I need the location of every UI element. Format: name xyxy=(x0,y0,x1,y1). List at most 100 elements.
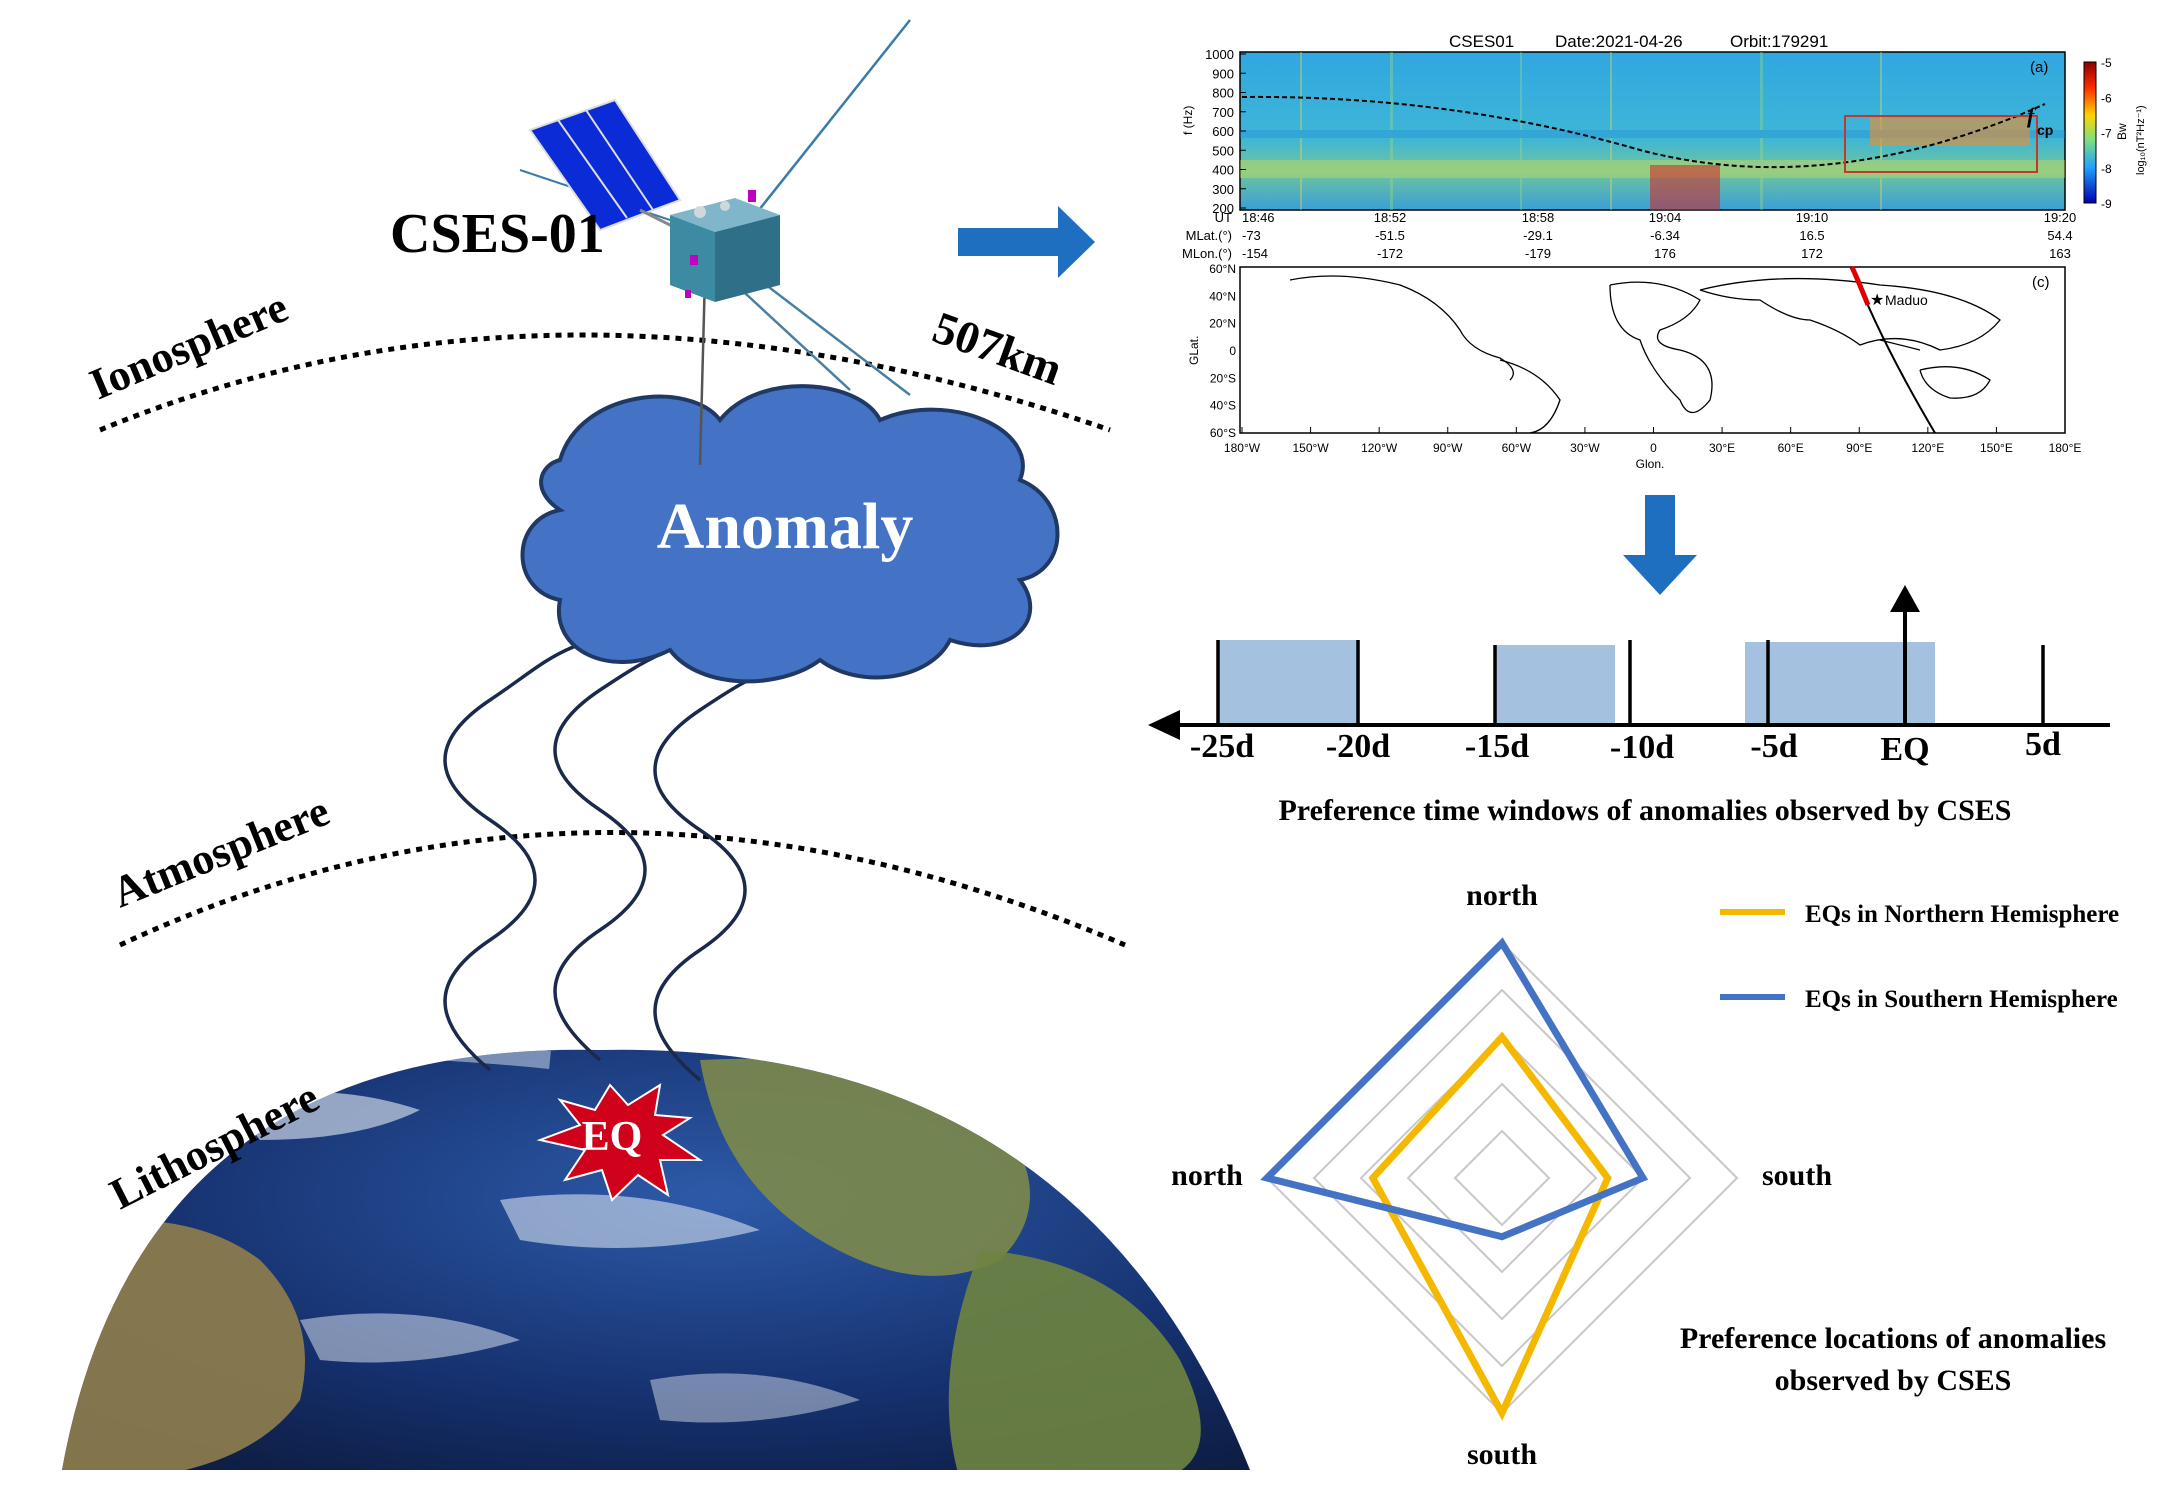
wave-signals xyxy=(443,619,878,1082)
event-label: Maduo xyxy=(1885,292,1928,308)
timeline-ticks xyxy=(1216,640,2045,725)
low-freq-burst xyxy=(1650,165,1720,210)
time-row-value-ut: 18:52 xyxy=(1374,210,1407,225)
spectrogram-y-tick: 500 xyxy=(1212,143,1234,158)
time-window-1 xyxy=(1218,640,1358,725)
colorbar-label-bottom: log₁₀(nT²Hz⁻¹) xyxy=(2135,105,2147,175)
map-x-label: Glon. xyxy=(1636,457,1665,471)
spectrogram-header-orbit: Orbit:179291 xyxy=(1730,32,1828,51)
anomaly-cloud: Anomaly xyxy=(520,384,1060,684)
wave-line-3 xyxy=(653,639,878,1082)
satellite-label: CSES-01 xyxy=(390,203,605,265)
time-row-value-ut: 18:58 xyxy=(1522,210,1555,225)
radar-panel: north north south south EQs in Northern … xyxy=(1171,879,2119,1471)
time-row-value-mlat: 16.5 xyxy=(1799,228,1824,243)
radar-series-1 xyxy=(1260,937,1649,1241)
map-lat-tick: 40°S xyxy=(1210,399,1236,413)
wave-line-1 xyxy=(443,619,658,1072)
spectrogram-header-date: Date:2021-04-26 xyxy=(1555,32,1683,51)
spectrogram-y-tick: 1000 xyxy=(1205,47,1234,62)
time-row-value-mlon: 172 xyxy=(1801,246,1823,261)
wave-line-2 xyxy=(553,619,778,1062)
spectrogram-panel: CSES01 Date:2021-04-26 Orbit:179291 (a) … xyxy=(1181,32,2147,261)
satellite-body xyxy=(670,190,780,302)
world-map-panel-label-c: (c) xyxy=(2032,274,2050,291)
map-lon-tick: 90°W xyxy=(1433,441,1463,455)
ionosphere-boundary xyxy=(99,332,1111,433)
time-row-value-ut: 19:04 xyxy=(1649,210,1682,225)
legend-label-southern: EQs in Southern Hemisphere xyxy=(1805,986,2118,1013)
radar-axis-top-label: north xyxy=(1466,879,1538,912)
eq-axis-arrow xyxy=(1890,585,1920,612)
down-arrow xyxy=(1623,495,1697,595)
time-row-value-mlon: 163 xyxy=(2049,246,2071,261)
timeline-tick-label: -25d xyxy=(1190,728,1254,765)
fcp-label: f xyxy=(2027,103,2037,128)
emission-hotspot xyxy=(1870,118,2030,146)
time-row-value-mlat: 54.4 xyxy=(2047,228,2072,243)
atmosphere-boundary xyxy=(118,830,1126,948)
legend-label-northern: EQs in Northern Hemisphere xyxy=(1805,901,2119,928)
radar-grid-ring xyxy=(1359,1035,1645,1321)
map-lat-tick: 20°S xyxy=(1210,371,1236,385)
radar-caption-line2: observed by CSES xyxy=(1775,1364,2012,1397)
event-marker: ★ xyxy=(1870,292,1884,309)
coastlines xyxy=(1289,275,2001,434)
timeline-tick-label: -5d xyxy=(1750,728,1797,765)
spectrogram-y-tick: 700 xyxy=(1212,105,1234,120)
radar-grid-ring xyxy=(1453,1129,1551,1227)
timeline-tick-label: 5d xyxy=(2025,726,2061,763)
map-lon-tick: 60°W xyxy=(1502,441,1532,455)
anomaly-label: Anomaly xyxy=(657,490,914,563)
radar-series-0 xyxy=(1368,1031,1612,1421)
colorbar-ticks: -5-6-7-8-9 xyxy=(2101,56,2112,211)
radar-grid-ring xyxy=(1406,1082,1598,1274)
colorbar-tick: -7 xyxy=(2101,127,2112,141)
spectrogram-header-satellite: CSES01 xyxy=(1449,32,1514,51)
spectrogram-y-tick: 600 xyxy=(1212,124,1234,139)
time-row-value-mlon: 176 xyxy=(1654,246,1676,261)
map-lon-tick: 30°E xyxy=(1709,441,1735,455)
radar-axis-bottom-label: south xyxy=(1467,1438,1537,1471)
colorbar-label-top: Bw xyxy=(2115,123,2129,140)
spectrogram-y-tick: 900 xyxy=(1212,66,1234,81)
time-row-value-mlon: -179 xyxy=(1525,246,1551,261)
map-lat-tick: 40°N xyxy=(1209,289,1236,303)
timeline-tick-label: -15d xyxy=(1465,728,1529,765)
spectrogram-panel-label-a: (a) xyxy=(2030,59,2048,76)
map-lat-tick: 60°S xyxy=(1210,426,1236,440)
map-lon-tick: 180°W xyxy=(1224,441,1261,455)
time-window-2 xyxy=(1495,645,1615,725)
radar-axis-left-label: north xyxy=(1171,1159,1243,1192)
radar-grid-ring xyxy=(1265,941,1739,1415)
time-row-label: UT xyxy=(1215,210,1232,225)
radar-series xyxy=(1260,937,1649,1421)
spectrogram-y-tick: 800 xyxy=(1212,86,1234,101)
map-lon-tick: 90°E xyxy=(1846,441,1872,455)
map-lat-tick: 20°N xyxy=(1209,317,1236,331)
world-map-panel: ★ Maduo (c) GLat. Glon. 60°N40°N20°N020°… xyxy=(1187,262,2081,471)
fcp-subscript: cp xyxy=(2037,122,2053,138)
map-lon-tick: 30°W xyxy=(1570,441,1600,455)
time-row-label: MLat.(°) xyxy=(1186,228,1232,243)
spectrogram-y-tick: 200 xyxy=(1212,201,1234,216)
eq-label: EQ xyxy=(582,1114,643,1160)
time-row-value-mlat: -73 xyxy=(1242,228,1261,243)
time-row-label: MLon.(°) xyxy=(1182,246,1232,261)
radar-axis-right-label: south xyxy=(1762,1159,1832,1192)
map-lon-tick: 120°E xyxy=(1911,441,1944,455)
spectrogram-y-label: f (Hz) xyxy=(1181,106,1195,135)
fcp-curve xyxy=(1241,95,2046,169)
eq-starburst: EQ xyxy=(536,1082,704,1202)
timeline-axis-arrow xyxy=(1148,710,1180,740)
orbit-track-highlight xyxy=(1849,265,1871,306)
timeline-caption: Preference time windows of anomalies obs… xyxy=(1278,794,2011,827)
map-lon-tick: 150°W xyxy=(1293,441,1330,455)
colorbar xyxy=(2083,61,2097,204)
